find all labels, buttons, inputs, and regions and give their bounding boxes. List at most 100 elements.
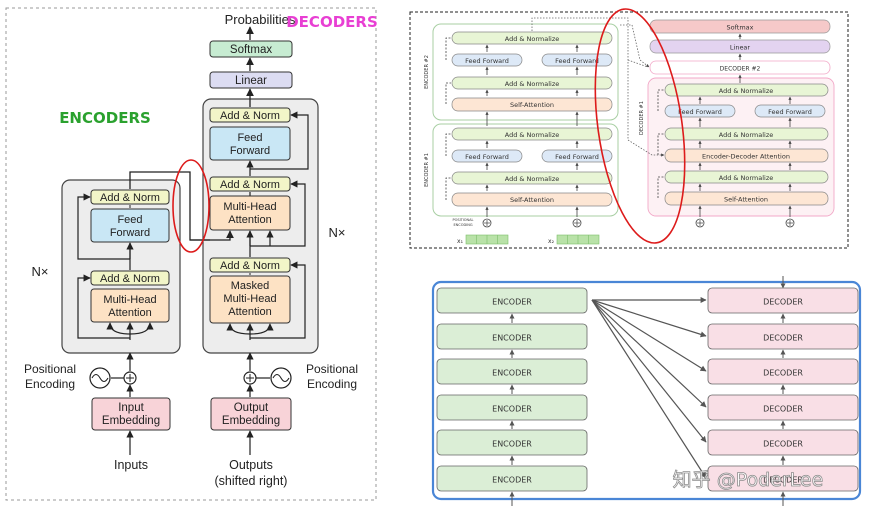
dec1-ff-b-label: Feed Forward xyxy=(768,108,812,116)
input-embedding-label-1: Input xyxy=(118,402,144,414)
encoder2-box xyxy=(432,23,619,121)
output-embedding-label-1: Output xyxy=(234,402,269,414)
br-decoder-3 xyxy=(707,358,859,385)
enc2-add-normalize-bottom xyxy=(451,76,613,90)
dec-add-norm-3 xyxy=(209,107,291,123)
encoder1-label: ENCODER #1 xyxy=(424,153,430,187)
inputs-label: Inputs xyxy=(114,458,148,472)
dec1-add-normalize-1 xyxy=(664,170,829,184)
tr-decoder2-block xyxy=(649,60,831,75)
enc-mha-label-1: Multi-Head xyxy=(103,294,156,306)
br-decoder-3-label: DECODER xyxy=(763,369,803,378)
encoders-title: ENCODERS xyxy=(59,109,151,127)
dec-mha-label-1: Multi-Head xyxy=(223,201,276,213)
masked-label-3: Attention xyxy=(228,306,271,318)
linear-label: Linear xyxy=(235,75,267,87)
dec1-enc-dec-attention-label: Encoder-Decoder Attention xyxy=(702,153,790,161)
enc1-ff-b-label: Feed Forward xyxy=(555,153,599,161)
enc-add-norm-1-label: Add & Norm xyxy=(100,273,160,285)
dec1-add-normalize-2-label: Add & Normalize xyxy=(719,131,774,139)
tr-linear-label: Linear xyxy=(730,44,751,52)
dec-ff-label-1: Feed xyxy=(237,132,262,144)
enc-positional-label-1: Positional xyxy=(24,362,76,376)
br-encoder-1 xyxy=(436,287,588,314)
dec-add-norm-2-label: Add & Norm xyxy=(220,179,280,191)
dec1-ff-a xyxy=(664,104,736,118)
watermark-text: 知乎 @PoderLee xyxy=(673,469,824,491)
outputs-label-2: (shifted right) xyxy=(215,474,288,488)
tr-decoder1-label: DECODER #1 xyxy=(639,101,645,135)
enc2-ff-b-label: Feed Forward xyxy=(555,57,599,65)
linear-block xyxy=(209,71,293,89)
br-encoder-6-label: ENCODER xyxy=(492,476,532,485)
enc-ff-label-1: Feed xyxy=(117,214,142,226)
softmax-label: Softmax xyxy=(230,44,272,56)
dec1-self-attention xyxy=(664,191,829,206)
enc1-add-normalize-bottom-label: Add & Normalize xyxy=(505,175,560,183)
enc1-ff-a-label: Feed Forward xyxy=(465,153,509,161)
masked-label-2: Multi-Head xyxy=(223,293,276,305)
br-decoder-5 xyxy=(707,429,859,456)
dec-feed-forward-block xyxy=(209,126,291,161)
x2-label: x₂ xyxy=(548,238,555,245)
br-encoder-1-label: ENCODER xyxy=(492,298,532,307)
enc2-ff-a-label: Feed Forward xyxy=(465,57,509,65)
encoder2-label: ENCODER #2 xyxy=(424,55,430,89)
enc-positional-label-2: Encoding xyxy=(25,377,75,391)
br-encoder-5 xyxy=(436,429,588,456)
encoder-nx-label: N× xyxy=(32,264,49,279)
br-decoder-6 xyxy=(707,465,859,492)
br-encoder-4 xyxy=(436,394,588,421)
positional-encoding-label-1: POSITIONAL xyxy=(452,218,473,222)
br-decoder-1-label: DECODER xyxy=(763,298,803,307)
encoder-stack-box xyxy=(61,179,181,354)
dec1-enc-dec-attention xyxy=(664,148,829,163)
dec1-add-normalize-3-label: Add & Normalize xyxy=(719,87,774,95)
enc-add-norm-2-label: Add & Norm xyxy=(100,192,160,204)
enc1-add-normalize-top xyxy=(451,127,613,141)
dec1-ff-a-label: Feed Forward xyxy=(678,108,722,116)
br-decoder-4 xyxy=(707,394,859,421)
br-decoder-4-label: DECODER xyxy=(763,405,803,414)
dec-multi-head-attention-block xyxy=(209,195,291,231)
br-decoder-1 xyxy=(707,287,859,314)
enc2-self-attention xyxy=(451,97,613,112)
input-embedding-label-2: Embedding xyxy=(102,415,160,427)
top-right-red-highlight xyxy=(594,8,686,244)
dec-add-norm-1 xyxy=(209,257,291,273)
enc2-add-normalize-bottom-label: Add & Normalize xyxy=(505,80,560,88)
masked-label-1: Masked xyxy=(231,280,270,292)
x1-label: x₁ xyxy=(457,238,464,245)
enc-feed-forward-block xyxy=(90,208,170,243)
enc1-ff-a xyxy=(451,149,523,163)
br-encoder-2 xyxy=(436,323,588,350)
decoder-nx-label: N× xyxy=(329,225,346,240)
dec1-self-attention-label: Self-Attention xyxy=(724,196,768,204)
masked-multi-head-attention-block xyxy=(209,275,291,324)
tr-softmax-label: Softmax xyxy=(727,24,754,32)
enc1-add-normalize-top-label: Add & Normalize xyxy=(505,131,560,139)
softmax-block xyxy=(209,40,293,58)
x1-vector xyxy=(465,234,509,245)
enc1-self-attention xyxy=(451,192,613,207)
enc2-add-normalize-top xyxy=(451,31,613,45)
dec-ff-label-2: Forward xyxy=(230,145,270,157)
br-encoder-5-label: ENCODER xyxy=(492,440,532,449)
enc-add-norm-2 xyxy=(90,189,170,205)
dec1-ff-b xyxy=(754,104,826,118)
tr-decoder2-label: DECODER #2 xyxy=(720,66,761,73)
br-decoder-5-label: DECODER xyxy=(763,440,803,449)
bottom-right-stack-panel: ENCODER ENCODER ENCODER ENCODER ENCODER … xyxy=(431,276,862,506)
br-decoder-6-label: DECODER xyxy=(763,476,803,485)
br-decoder-2-label: DECODER xyxy=(763,334,803,343)
left-transformer-panel: Probabilities DECODERS ENCODERS Softmax … xyxy=(5,7,378,501)
tr-linear-block xyxy=(649,39,831,54)
dec-positional-label-1: Positional xyxy=(306,362,358,376)
enc2-add-normalize-top-label: Add & Normalize xyxy=(505,35,560,43)
enc2-ff-b xyxy=(541,53,613,67)
bottom-encoder-column: ENCODER ENCODER ENCODER ENCODER ENCODER … xyxy=(436,287,588,492)
br-encoder-6 xyxy=(436,465,588,492)
enc2-ff-a xyxy=(451,53,523,67)
dec-positional-label-2: Encoding xyxy=(307,377,357,391)
